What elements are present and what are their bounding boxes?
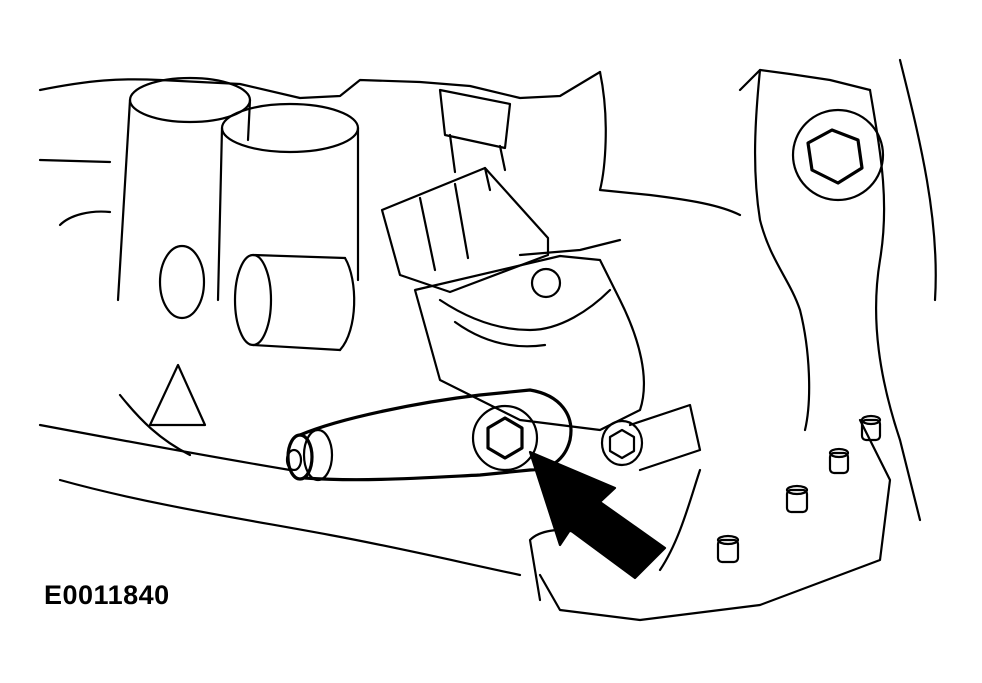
housing-casting bbox=[38, 58, 937, 622]
lever-arm bbox=[285, 388, 573, 482]
stud-2 bbox=[828, 447, 850, 475]
sensor-body bbox=[413, 238, 646, 432]
side-cylinder bbox=[233, 253, 356, 352]
mounting-bolt bbox=[600, 403, 702, 472]
upper-cylinder-right bbox=[216, 102, 360, 302]
upper-cylinder-left bbox=[116, 76, 252, 302]
oval-opening bbox=[158, 244, 206, 320]
lever-pin bbox=[285, 448, 303, 472]
stud-1 bbox=[860, 414, 882, 442]
arrow-icon bbox=[528, 450, 667, 580]
stud-3 bbox=[785, 484, 809, 514]
upper-right-bolt bbox=[791, 108, 885, 202]
triangular-opening bbox=[148, 363, 207, 427]
stud-4 bbox=[716, 534, 740, 564]
sensor-connector bbox=[380, 88, 550, 294]
figure-reference-code: E0011840 bbox=[44, 580, 170, 610]
lever-bolt bbox=[471, 404, 539, 472]
